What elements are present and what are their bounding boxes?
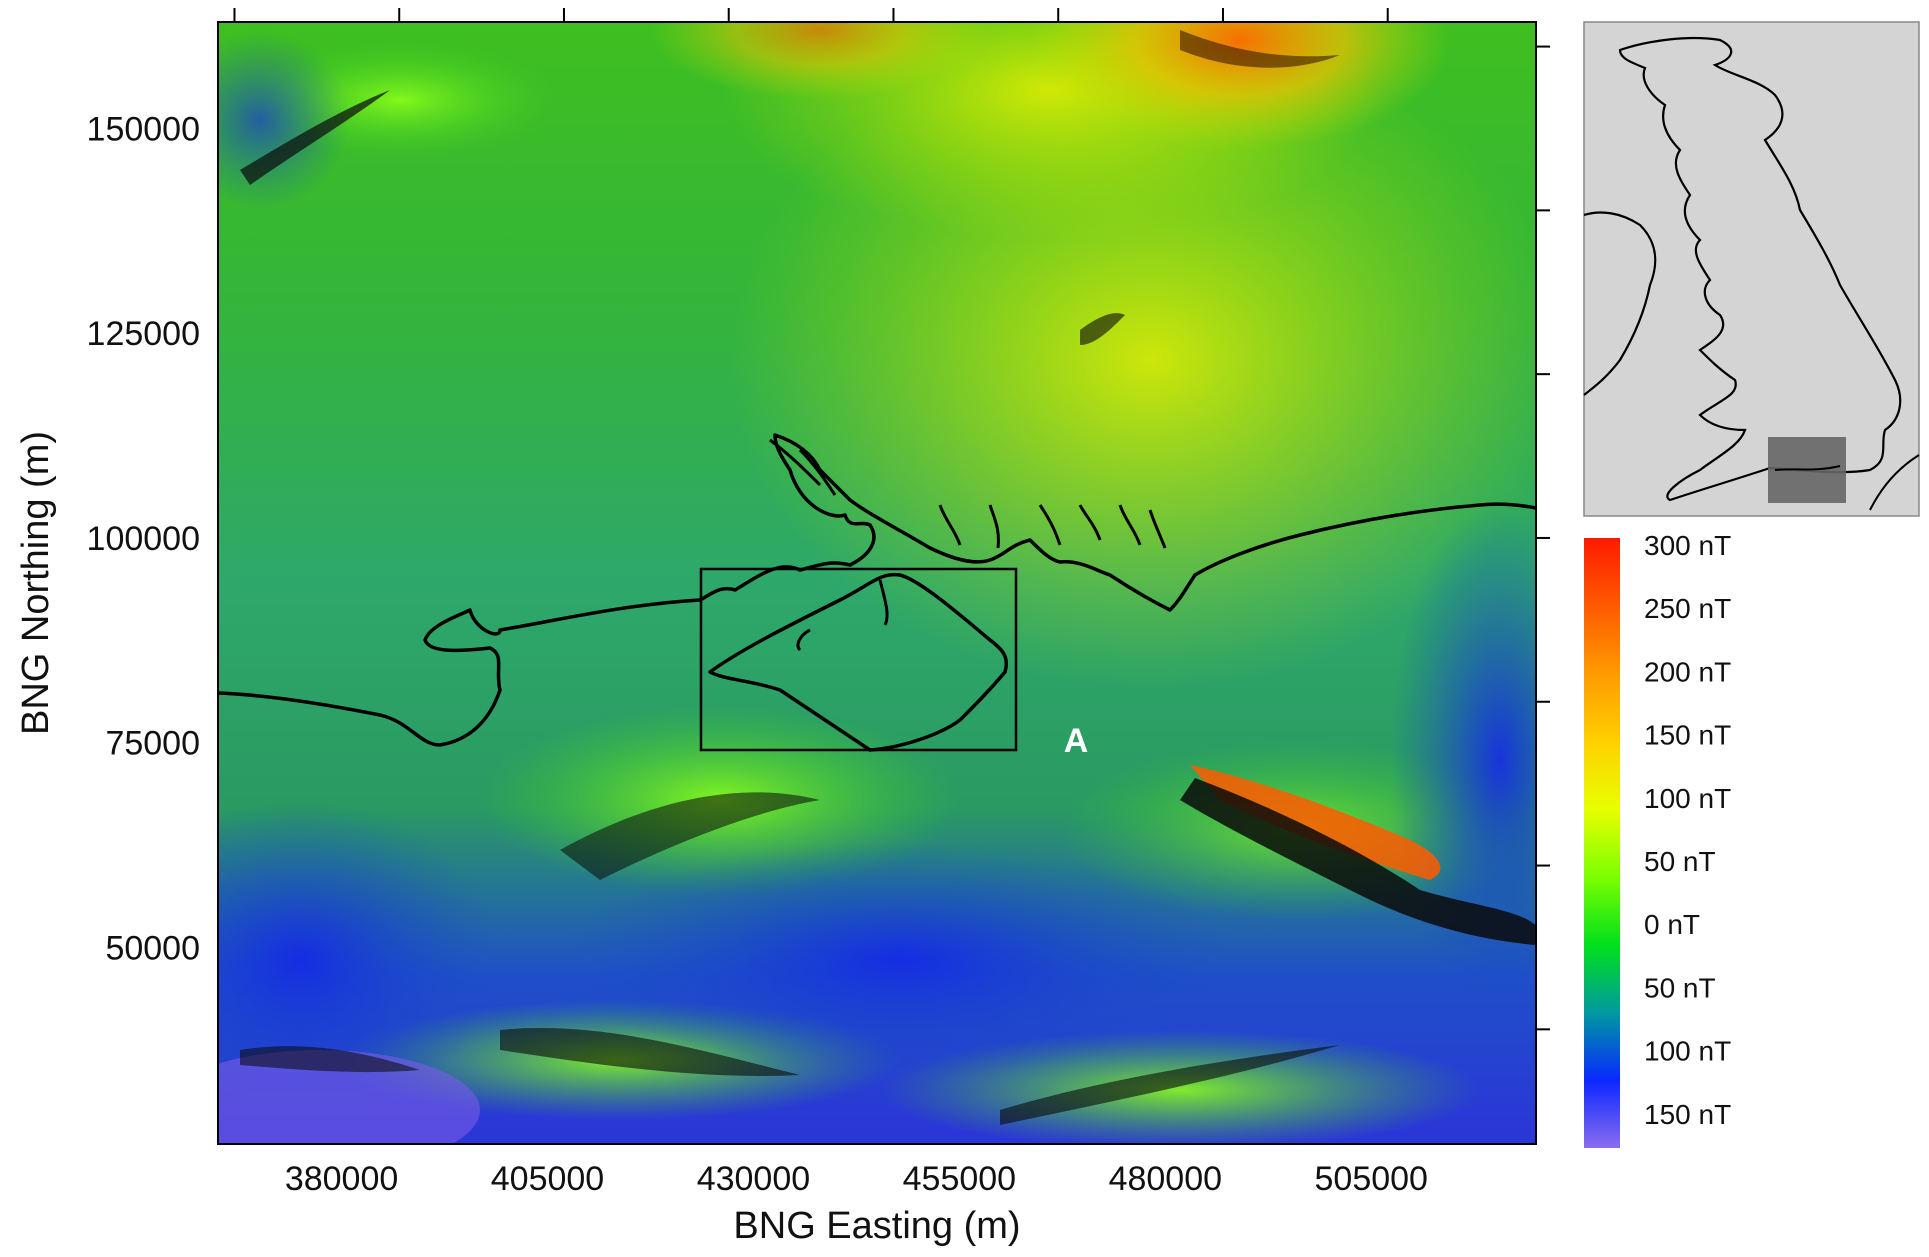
x-axis-title: BNG Easting (m) xyxy=(733,1205,1020,1247)
colorbar-label: 150 nT xyxy=(1644,1099,1731,1130)
y-tick-label: 75000 xyxy=(105,725,200,763)
colorbar-label: 100 nT xyxy=(1644,783,1731,814)
great-britain-outline xyxy=(1618,36,1902,502)
colorbar-label: 100 nT xyxy=(1644,1036,1731,1067)
colorbar-gradient xyxy=(1584,538,1620,1148)
map-frame xyxy=(217,21,1537,1145)
annotation-label-a: A xyxy=(1064,722,1089,760)
y-tick-label: 125000 xyxy=(87,315,200,353)
x-tick-label: 505000 xyxy=(1315,1160,1428,1198)
x-tick-label: 405000 xyxy=(491,1160,604,1198)
y-tick-label: 100000 xyxy=(87,520,200,558)
y-axis-title: BNG Northing (m) xyxy=(15,431,57,735)
colorbar-label: 50 nT xyxy=(1644,972,1716,1003)
y-axis: 150000 125000 100000 75000 50000 xyxy=(87,110,200,967)
colorbar-label: 300 nT xyxy=(1644,530,1731,561)
y-tick-label: 50000 xyxy=(105,929,200,967)
x-tick-label: 480000 xyxy=(1109,1160,1222,1198)
colorbar-label: 0 nT xyxy=(1644,909,1700,940)
inset-location-map xyxy=(1583,21,1920,517)
colorbar-labels: 300 nT 250 nT 200 nT 150 nT 100 nT 50 nT 0 nT 5… xyxy=(1644,530,1731,1130)
study-area-box xyxy=(699,567,1018,752)
right-axis-ticks xyxy=(1536,45,1550,1031)
coastline xyxy=(218,433,1536,747)
x-tick-label: 455000 xyxy=(903,1160,1016,1198)
anomaly-map xyxy=(218,22,1536,1144)
ireland-outline xyxy=(1583,211,1657,396)
colorbar: 300 nT 250 nT 200 nT 150 nT 100 nT 50 nT 0 nT 5… xyxy=(1584,530,1731,1148)
colorbar-label: 200 nT xyxy=(1644,656,1731,687)
colorbar-label: 250 nT xyxy=(1644,593,1731,624)
isle-of-wight-outline xyxy=(708,572,1008,752)
x-axis: 380000 405000 430000 455000 480000 505000 xyxy=(233,8,1428,1198)
x-tick-label: 430000 xyxy=(697,1160,810,1198)
y-tick-label: 150000 xyxy=(87,110,200,148)
colorbar-label: 50 nT xyxy=(1644,846,1716,877)
colorbar-label: 150 nT xyxy=(1644,720,1731,751)
x-tick-label: 380000 xyxy=(285,1160,398,1198)
